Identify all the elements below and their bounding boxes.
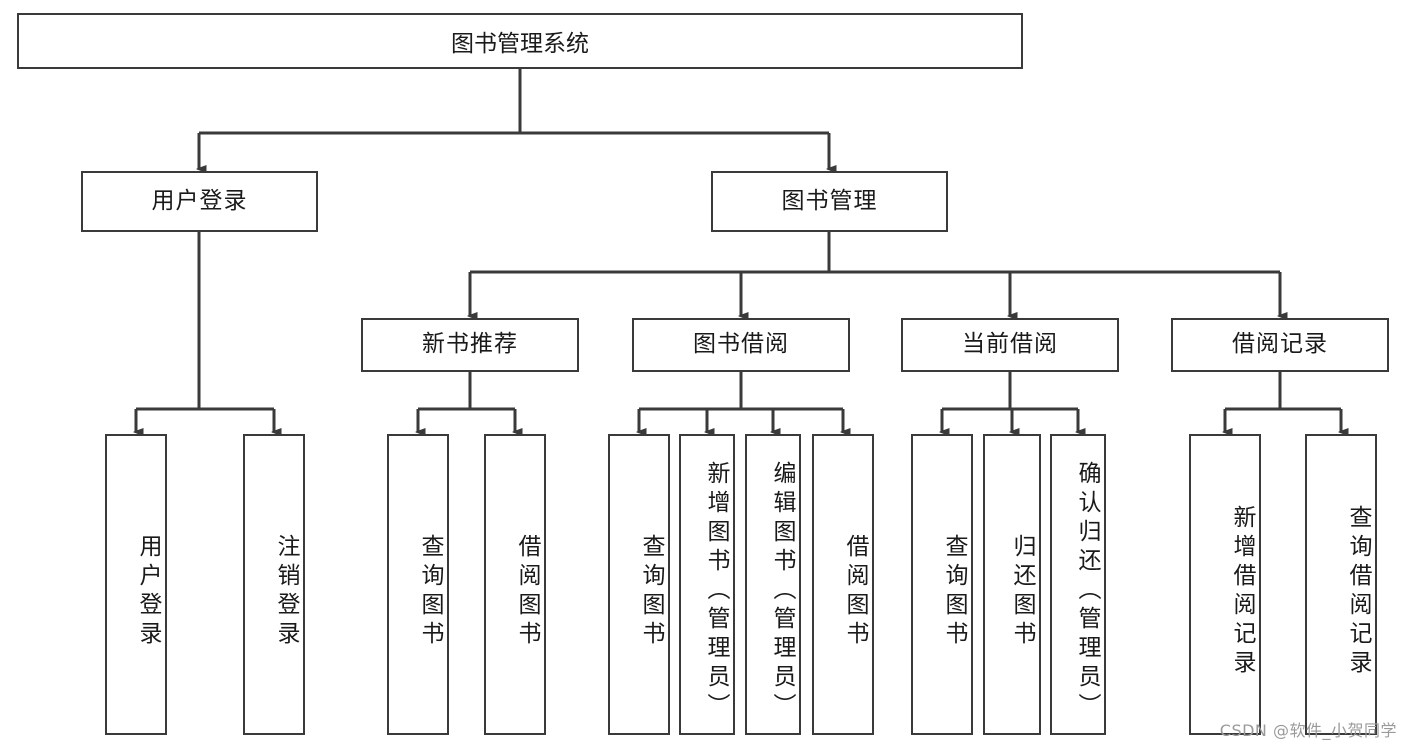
node-leaf-add-borrow-record[interactable]: 新增借阅记录: [1189, 434, 1261, 735]
node-leaf-borrow-book-2[interactable]: 借阅图书: [812, 434, 874, 735]
node-leaf-query-book-1-label: 查询图书: [417, 533, 443, 650]
node-book-borrow-label: 图书借阅: [693, 331, 789, 358]
node-current-borrow[interactable]: 当前借阅: [901, 318, 1119, 372]
node-leaf-query-borrow-record[interactable]: 查询借阅记录: [1305, 434, 1377, 735]
node-leaf-user-login-label: 用户登录: [135, 533, 161, 650]
node-new-book-recommend-label: 新书推荐: [422, 331, 518, 358]
node-leaf-edit-book-label: 编辑图书（管理员）: [769, 461, 795, 722]
node-leaf-user-logout[interactable]: 注销登录: [243, 434, 305, 735]
node-leaf-query-book-2-label: 查询图书: [638, 533, 664, 650]
node-book-manage-label: 图书管理: [781, 187, 878, 214]
node-leaf-borrow-book-1-label: 借阅图书: [514, 533, 540, 650]
node-leaf-borrow-book-1[interactable]: 借阅图书: [484, 434, 546, 735]
node-leaf-borrow-book-2-label: 借阅图书: [842, 533, 868, 650]
node-book-manage[interactable]: 图书管理: [711, 171, 948, 232]
node-book-borrow[interactable]: 图书借阅: [632, 318, 850, 372]
node-leaf-user-logout-label: 注销登录: [273, 533, 299, 650]
node-leaf-confirm-return[interactable]: 确认归还（管理员）: [1050, 434, 1106, 735]
node-leaf-add-book-label: 新增图书（管理员）: [703, 461, 729, 722]
node-leaf-add-book[interactable]: 新增图书（管理员）: [679, 434, 735, 735]
node-leaf-add-borrow-record-label: 新增借阅记录: [1229, 504, 1255, 679]
watermark: CSDN @软件_小贺同学: [1219, 721, 1397, 740]
node-borrow-record[interactable]: 借阅记录: [1171, 318, 1389, 372]
node-current-borrow-label: 当前借阅: [962, 331, 1058, 358]
node-user-login[interactable]: 用户登录: [81, 171, 318, 232]
node-leaf-return-book-label: 归还图书: [1009, 533, 1035, 650]
node-root-label: 图书管理系统: [451, 31, 589, 57]
node-root[interactable]: 图书管理系统: [17, 13, 1023, 69]
node-leaf-query-borrow-record-label: 查询借阅记录: [1345, 504, 1371, 679]
node-leaf-query-book-2[interactable]: 查询图书: [608, 434, 670, 735]
node-user-login-label: 用户登录: [151, 187, 248, 214]
node-borrow-record-label: 借阅记录: [1232, 331, 1328, 358]
node-leaf-user-login[interactable]: 用户登录: [105, 434, 167, 735]
node-leaf-query-book-1[interactable]: 查询图书: [387, 434, 449, 735]
node-leaf-return-book[interactable]: 归还图书: [983, 434, 1041, 735]
node-new-book-recommend[interactable]: 新书推荐: [361, 318, 579, 372]
node-leaf-query-book-3-label: 查询图书: [941, 533, 967, 650]
node-leaf-edit-book[interactable]: 编辑图书（管理员）: [745, 434, 801, 735]
node-leaf-confirm-return-label: 确认归还（管理员）: [1074, 461, 1100, 722]
node-leaf-query-book-3[interactable]: 查询图书: [911, 434, 973, 735]
